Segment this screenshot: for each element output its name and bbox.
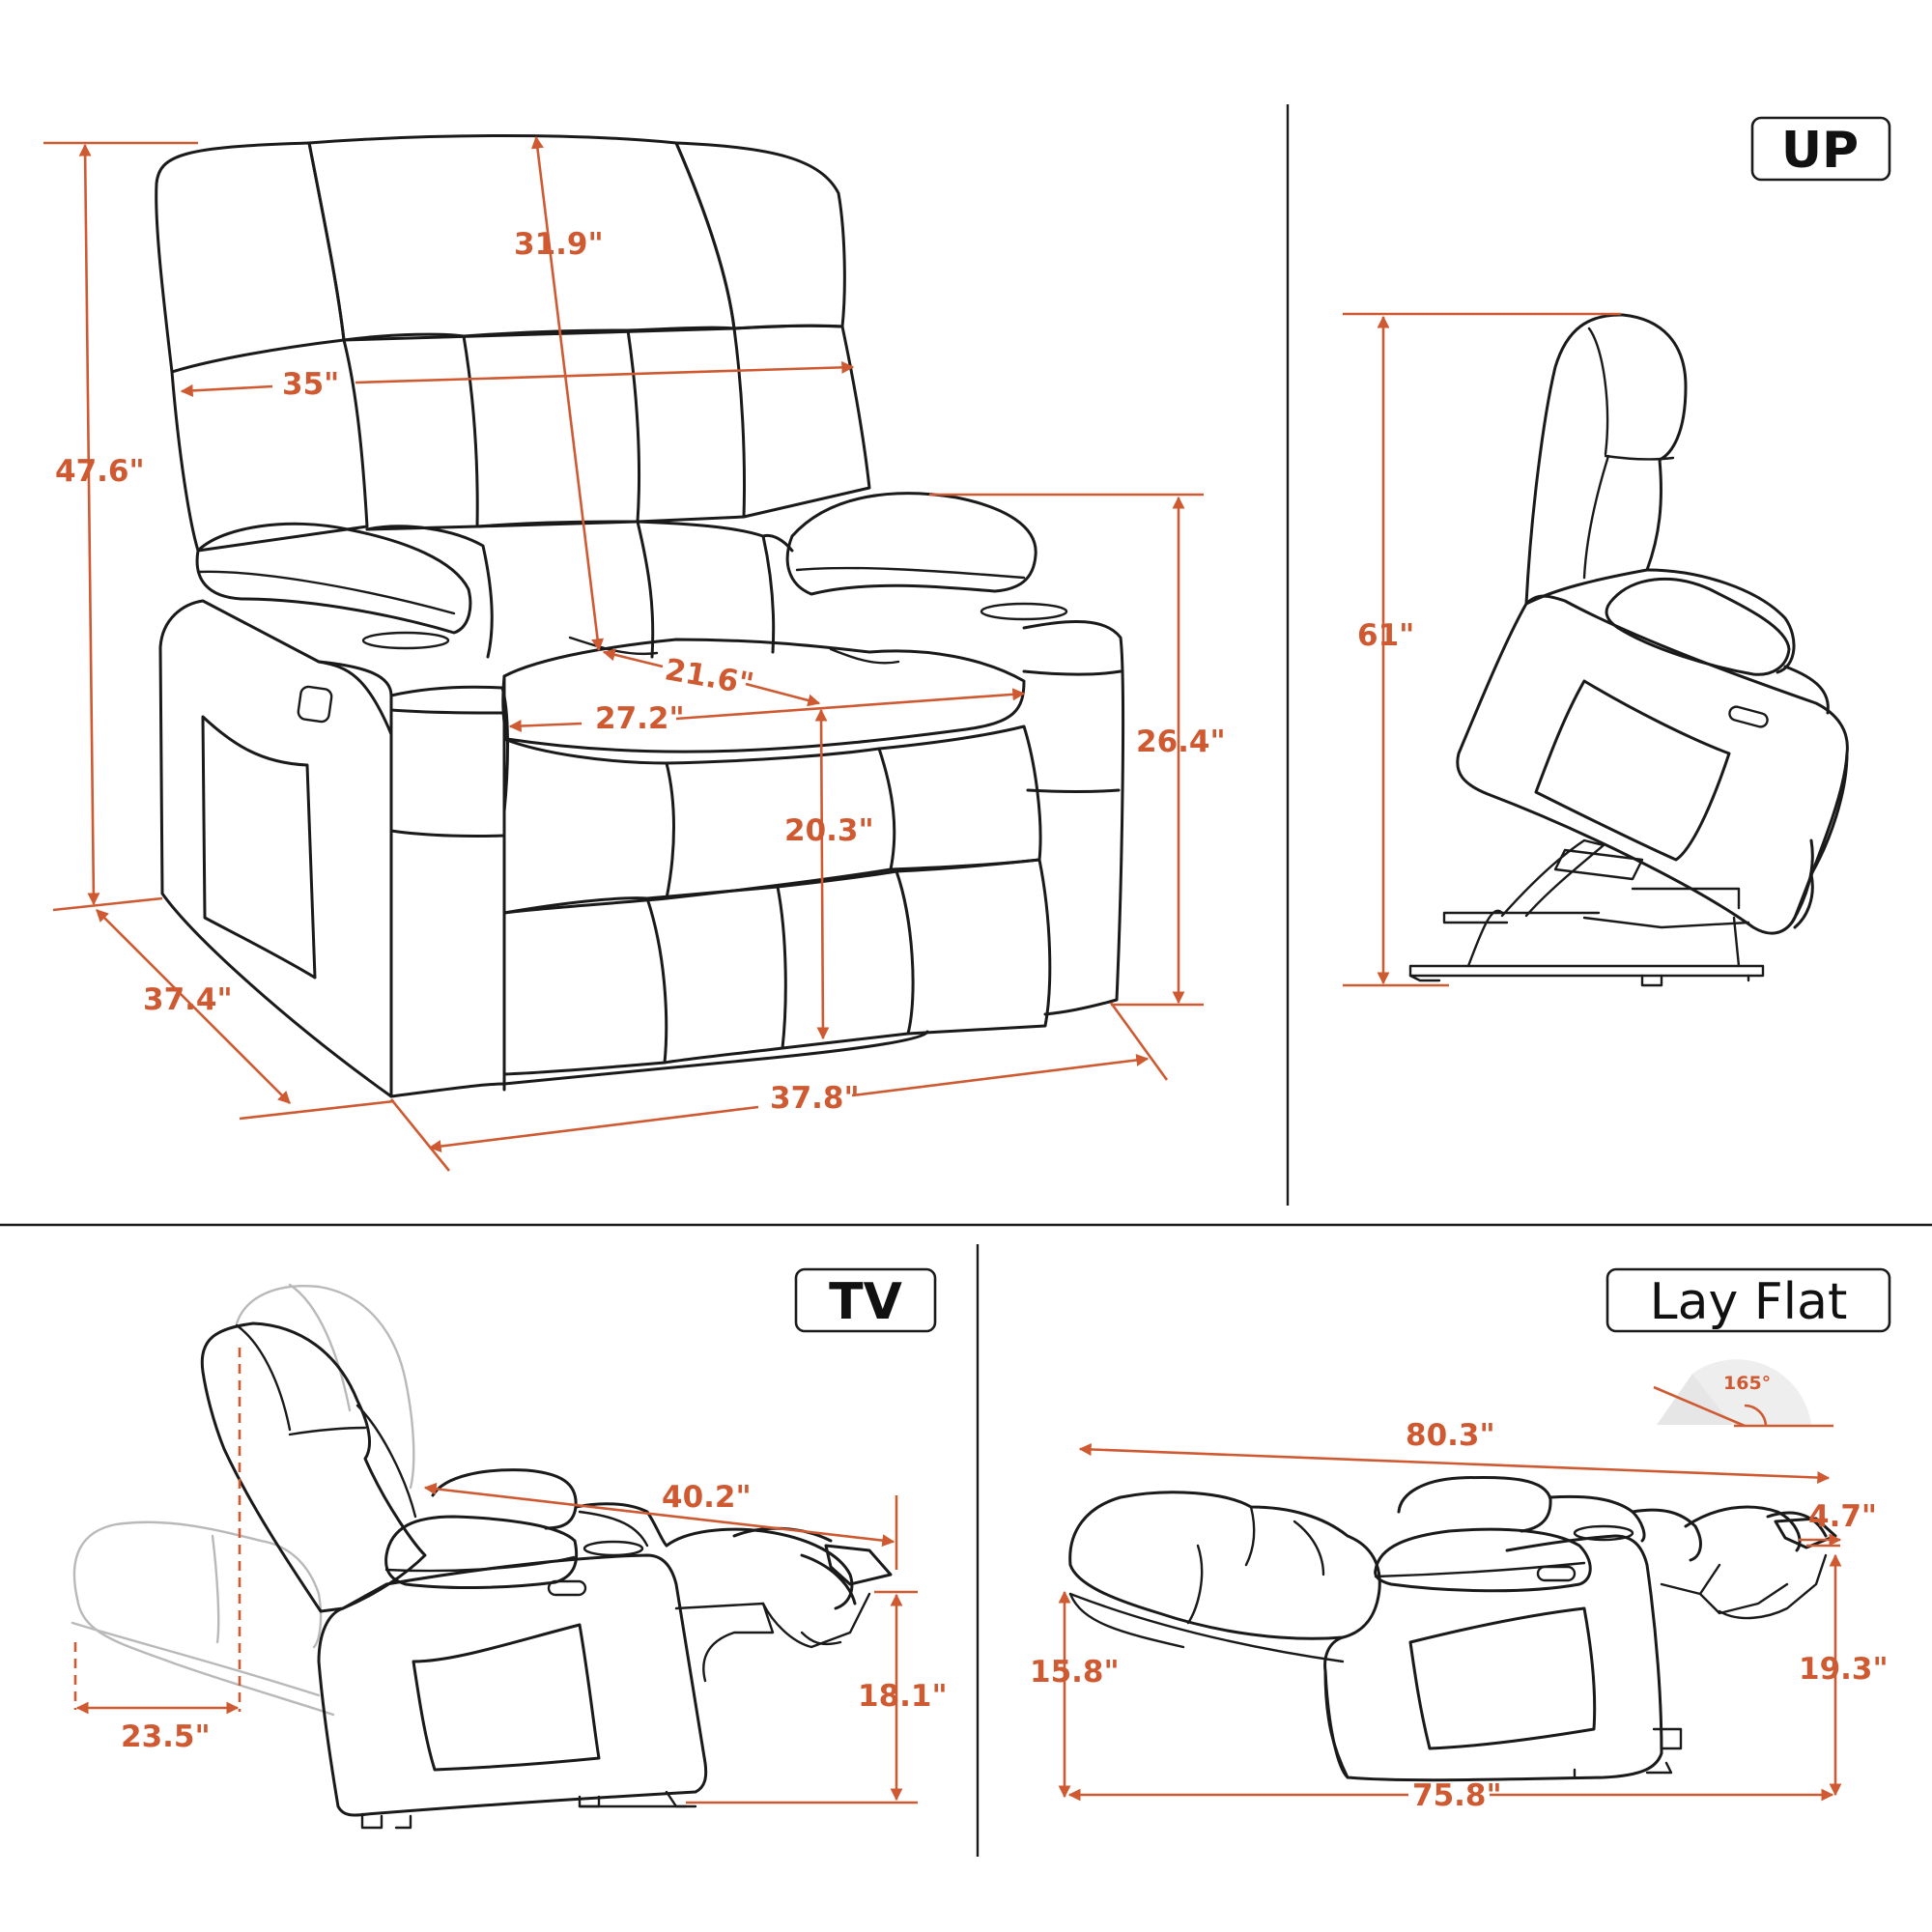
front-seat-width-label: 27.2" [595, 701, 685, 736]
front-seat-height-label: 20.3" [784, 813, 874, 848]
up-view-chair [1408, 313, 1849, 987]
lay-flat-total-length-label: 80.3" [1406, 1418, 1495, 1453]
lay-flat-footrest-thickness-label: 4.7" [1808, 1499, 1877, 1534]
mode-label-up: UP [1781, 122, 1859, 180]
mode-label-up-box [1750, 116, 1891, 182]
panel-separators [0, 104, 1932, 1857]
mode-label-lay-flat: Lay Flat [1650, 1273, 1848, 1331]
mode-label-tv: TV [829, 1273, 902, 1331]
tv-wall-clearance-label: 23.5" [121, 1719, 211, 1754]
mode-label-tv-box [794, 1267, 937, 1333]
tv-view-chair [200, 1321, 893, 1830]
up-lifted-height-label: 61" [1357, 618, 1414, 653]
front-depth-label: 37.4" [143, 982, 233, 1017]
lay-flat-footrest-height-label: 19.3" [1799, 1652, 1889, 1687]
front-overall-height-label: 47.6" [55, 454, 145, 489]
tv-ghost-positions [71, 1283, 415, 1717]
tv-extended-length-label: 40.2" [662, 1480, 752, 1515]
lay-flat-panel: Lay Flat 165° [1030, 1267, 1891, 1813]
front-seat-depth-label: 21.6" [662, 652, 755, 702]
lay-flat-head-height-label: 15.8" [1030, 1655, 1120, 1690]
tv-panel: TV [71, 1267, 948, 1830]
lay-flat-floor-length-label: 75.8" [1412, 1778, 1502, 1813]
mode-label-lay-flat-box [1605, 1267, 1891, 1333]
tv-footrest-height-label: 18.1" [858, 1679, 948, 1714]
front-arm-height-label: 26.4" [1136, 724, 1226, 759]
lay-flat-chair [1068, 1475, 1837, 1782]
front-back-width-label: 35" [282, 367, 339, 402]
recline-angle-icon: 165° [1653, 1359, 1833, 1428]
recline-angle-label: 165° [1723, 1373, 1771, 1394]
front-view-chair [155, 134, 1125, 1098]
front-overall-width-label: 37.8" [770, 1081, 860, 1116]
front-view-dimensions: 47.6" 31.9" 35" 21.6" 27.2" 20.3" 26.4" … [43, 135, 1226, 1172]
front-back-height-label: 31.9" [514, 227, 604, 262]
up-panel: UP 61" [1343, 116, 1891, 987]
